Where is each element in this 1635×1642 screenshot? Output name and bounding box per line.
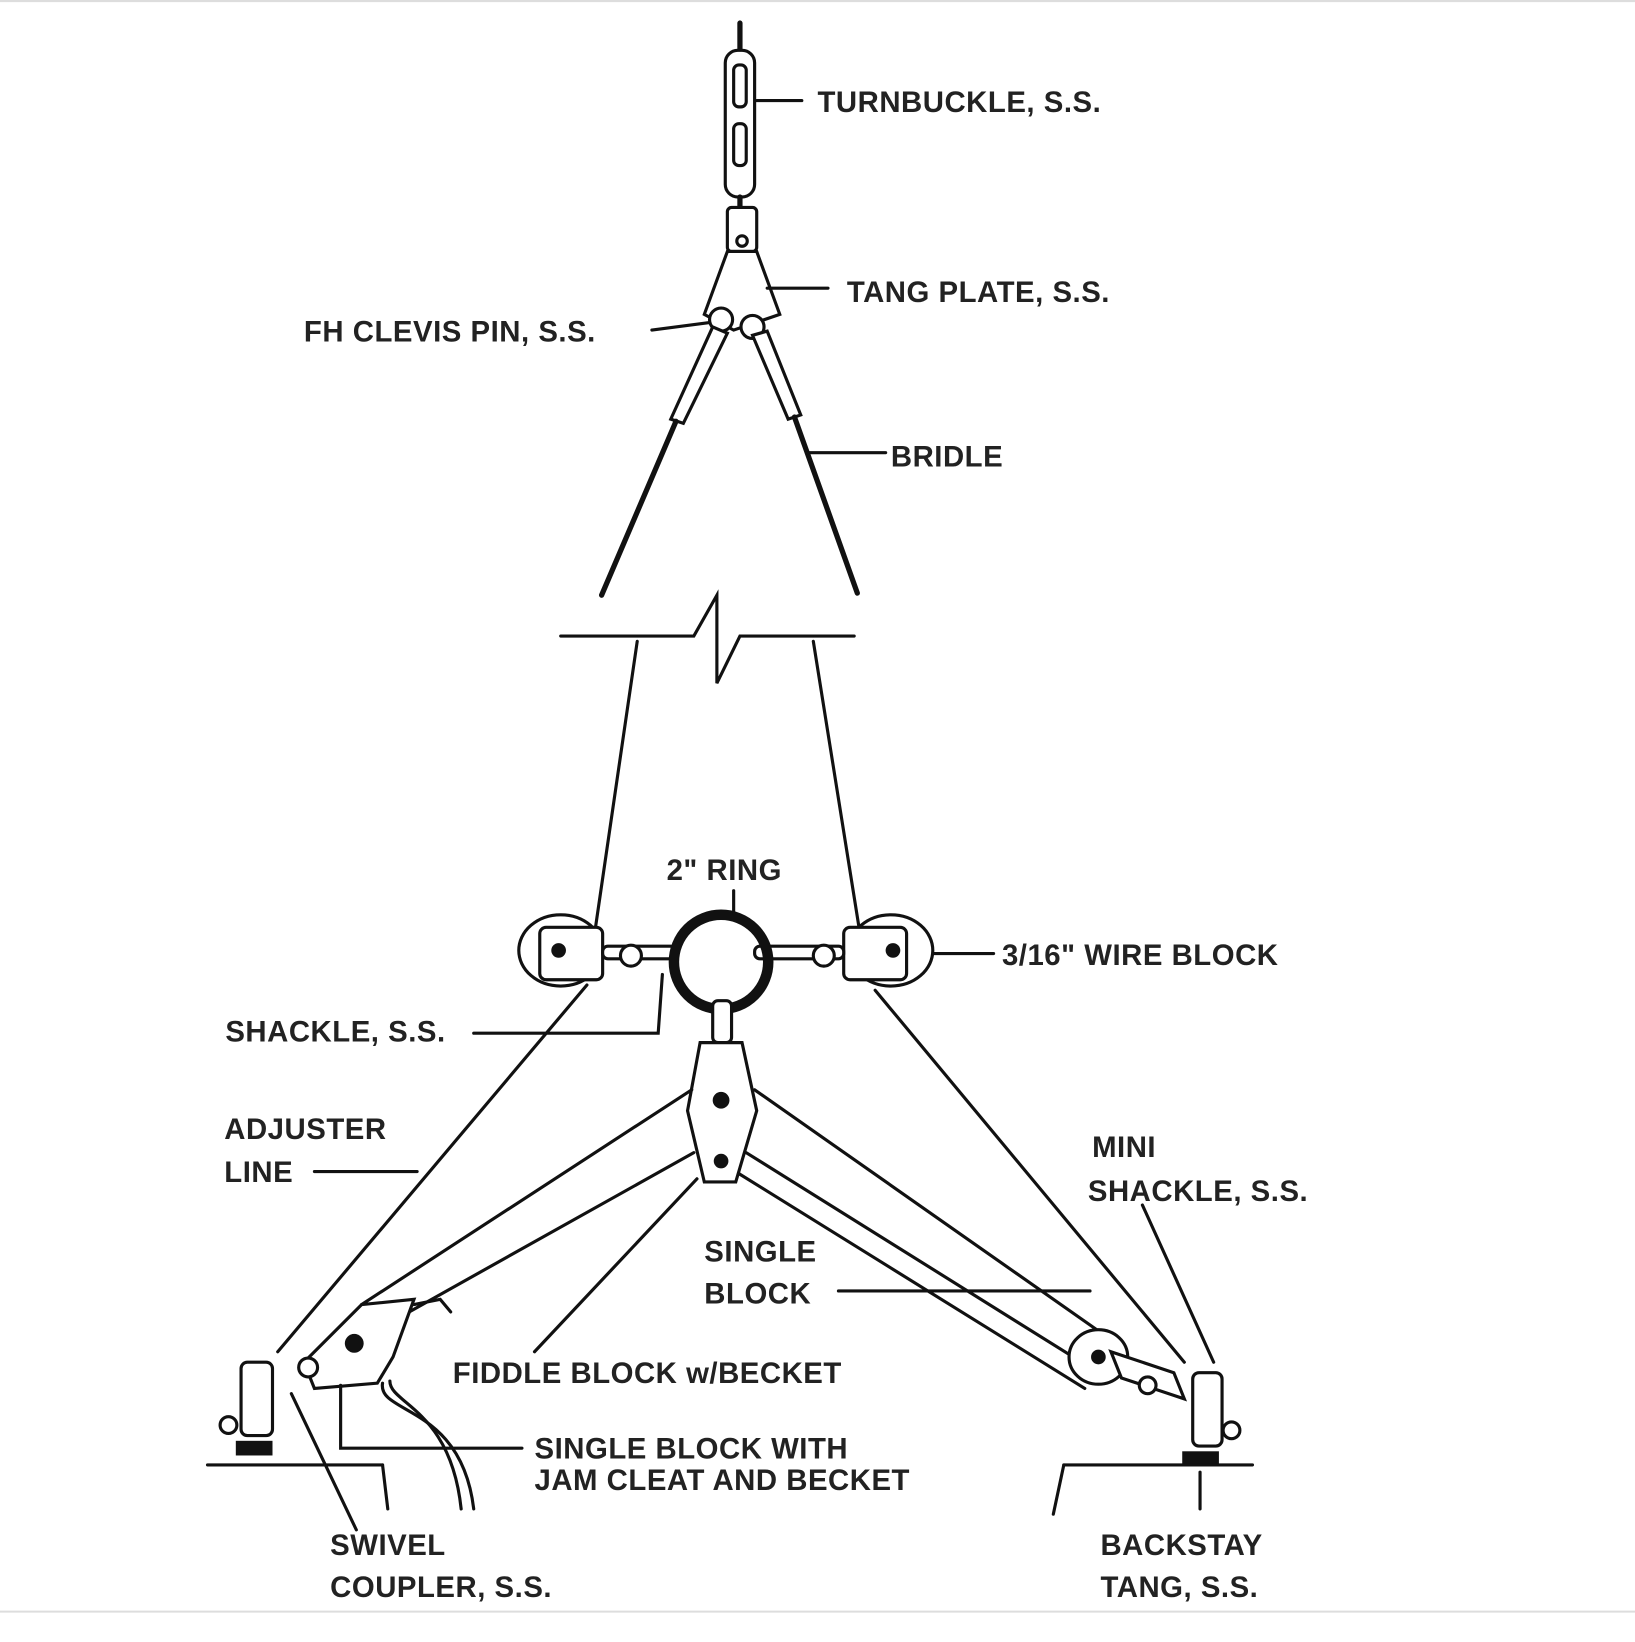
label-bridle: BRIDLE <box>891 440 1003 473</box>
wire-block-left <box>517 913 678 988</box>
swivel-coupler-left <box>205 1360 390 1511</box>
wire-block-right <box>753 913 935 988</box>
label-tang-plate: TANG PLATE, S.S. <box>847 276 1110 309</box>
label-single-block-1: SINGLE <box>704 1236 816 1269</box>
label-adjuster-line-2: LINE <box>224 1156 293 1189</box>
ring-drawing <box>668 909 774 1015</box>
tackle-lines <box>360 1088 1108 1390</box>
label-ring: 2" RING <box>667 854 782 887</box>
label-backstay-tang-2: TANG, S.S. <box>1100 1571 1258 1604</box>
bridle-drawing <box>591 324 864 945</box>
label-fiddle-block: FIDDLE BLOCK w/BECKET <box>453 1357 842 1390</box>
label-adjuster-line-1: ADJUSTER <box>224 1113 386 1146</box>
single-block-drawing <box>1067 1328 1188 1402</box>
label-jam-cleat-1: SINGLE BLOCK WITH <box>535 1433 849 1466</box>
label-shackle: SHACKLE, S.S. <box>225 1016 445 1049</box>
jam-cleat-block-drawing <box>297 1297 476 1511</box>
label-swivel-coupler-2: COUPLER, S.S. <box>330 1571 552 1604</box>
adjuster-line-right <box>873 988 1186 1364</box>
turnbuckle-drawing <box>723 20 759 254</box>
label-mini-shackle-2: SHACKLE, S.S. <box>1088 1175 1308 1208</box>
leader-lines <box>289 99 1216 1532</box>
label-turnbuckle: TURNBUCKLE, S.S. <box>818 86 1102 119</box>
label-swivel-coupler-1: SWIVEL <box>330 1529 446 1562</box>
backstay-tang-right <box>1051 1371 1255 1516</box>
label-backstay-tang-1: BACKSTAY <box>1100 1529 1262 1562</box>
break-line <box>559 589 856 684</box>
adjuster-line-left <box>276 983 589 1354</box>
label-jam-cleat-2: JAM CLEAT AND BECKET <box>535 1464 910 1497</box>
label-clevis-pin: FH CLEVIS PIN, S.S. <box>304 316 596 349</box>
tang-plate-drawing <box>702 249 782 341</box>
label-single-block-2: BLOCK <box>704 1278 811 1311</box>
label-mini-shackle-1: MINI <box>1092 1131 1156 1164</box>
fiddle-block-drawing <box>685 999 759 1184</box>
label-wire-block: 3/16" WIRE BLOCK <box>1002 939 1279 972</box>
